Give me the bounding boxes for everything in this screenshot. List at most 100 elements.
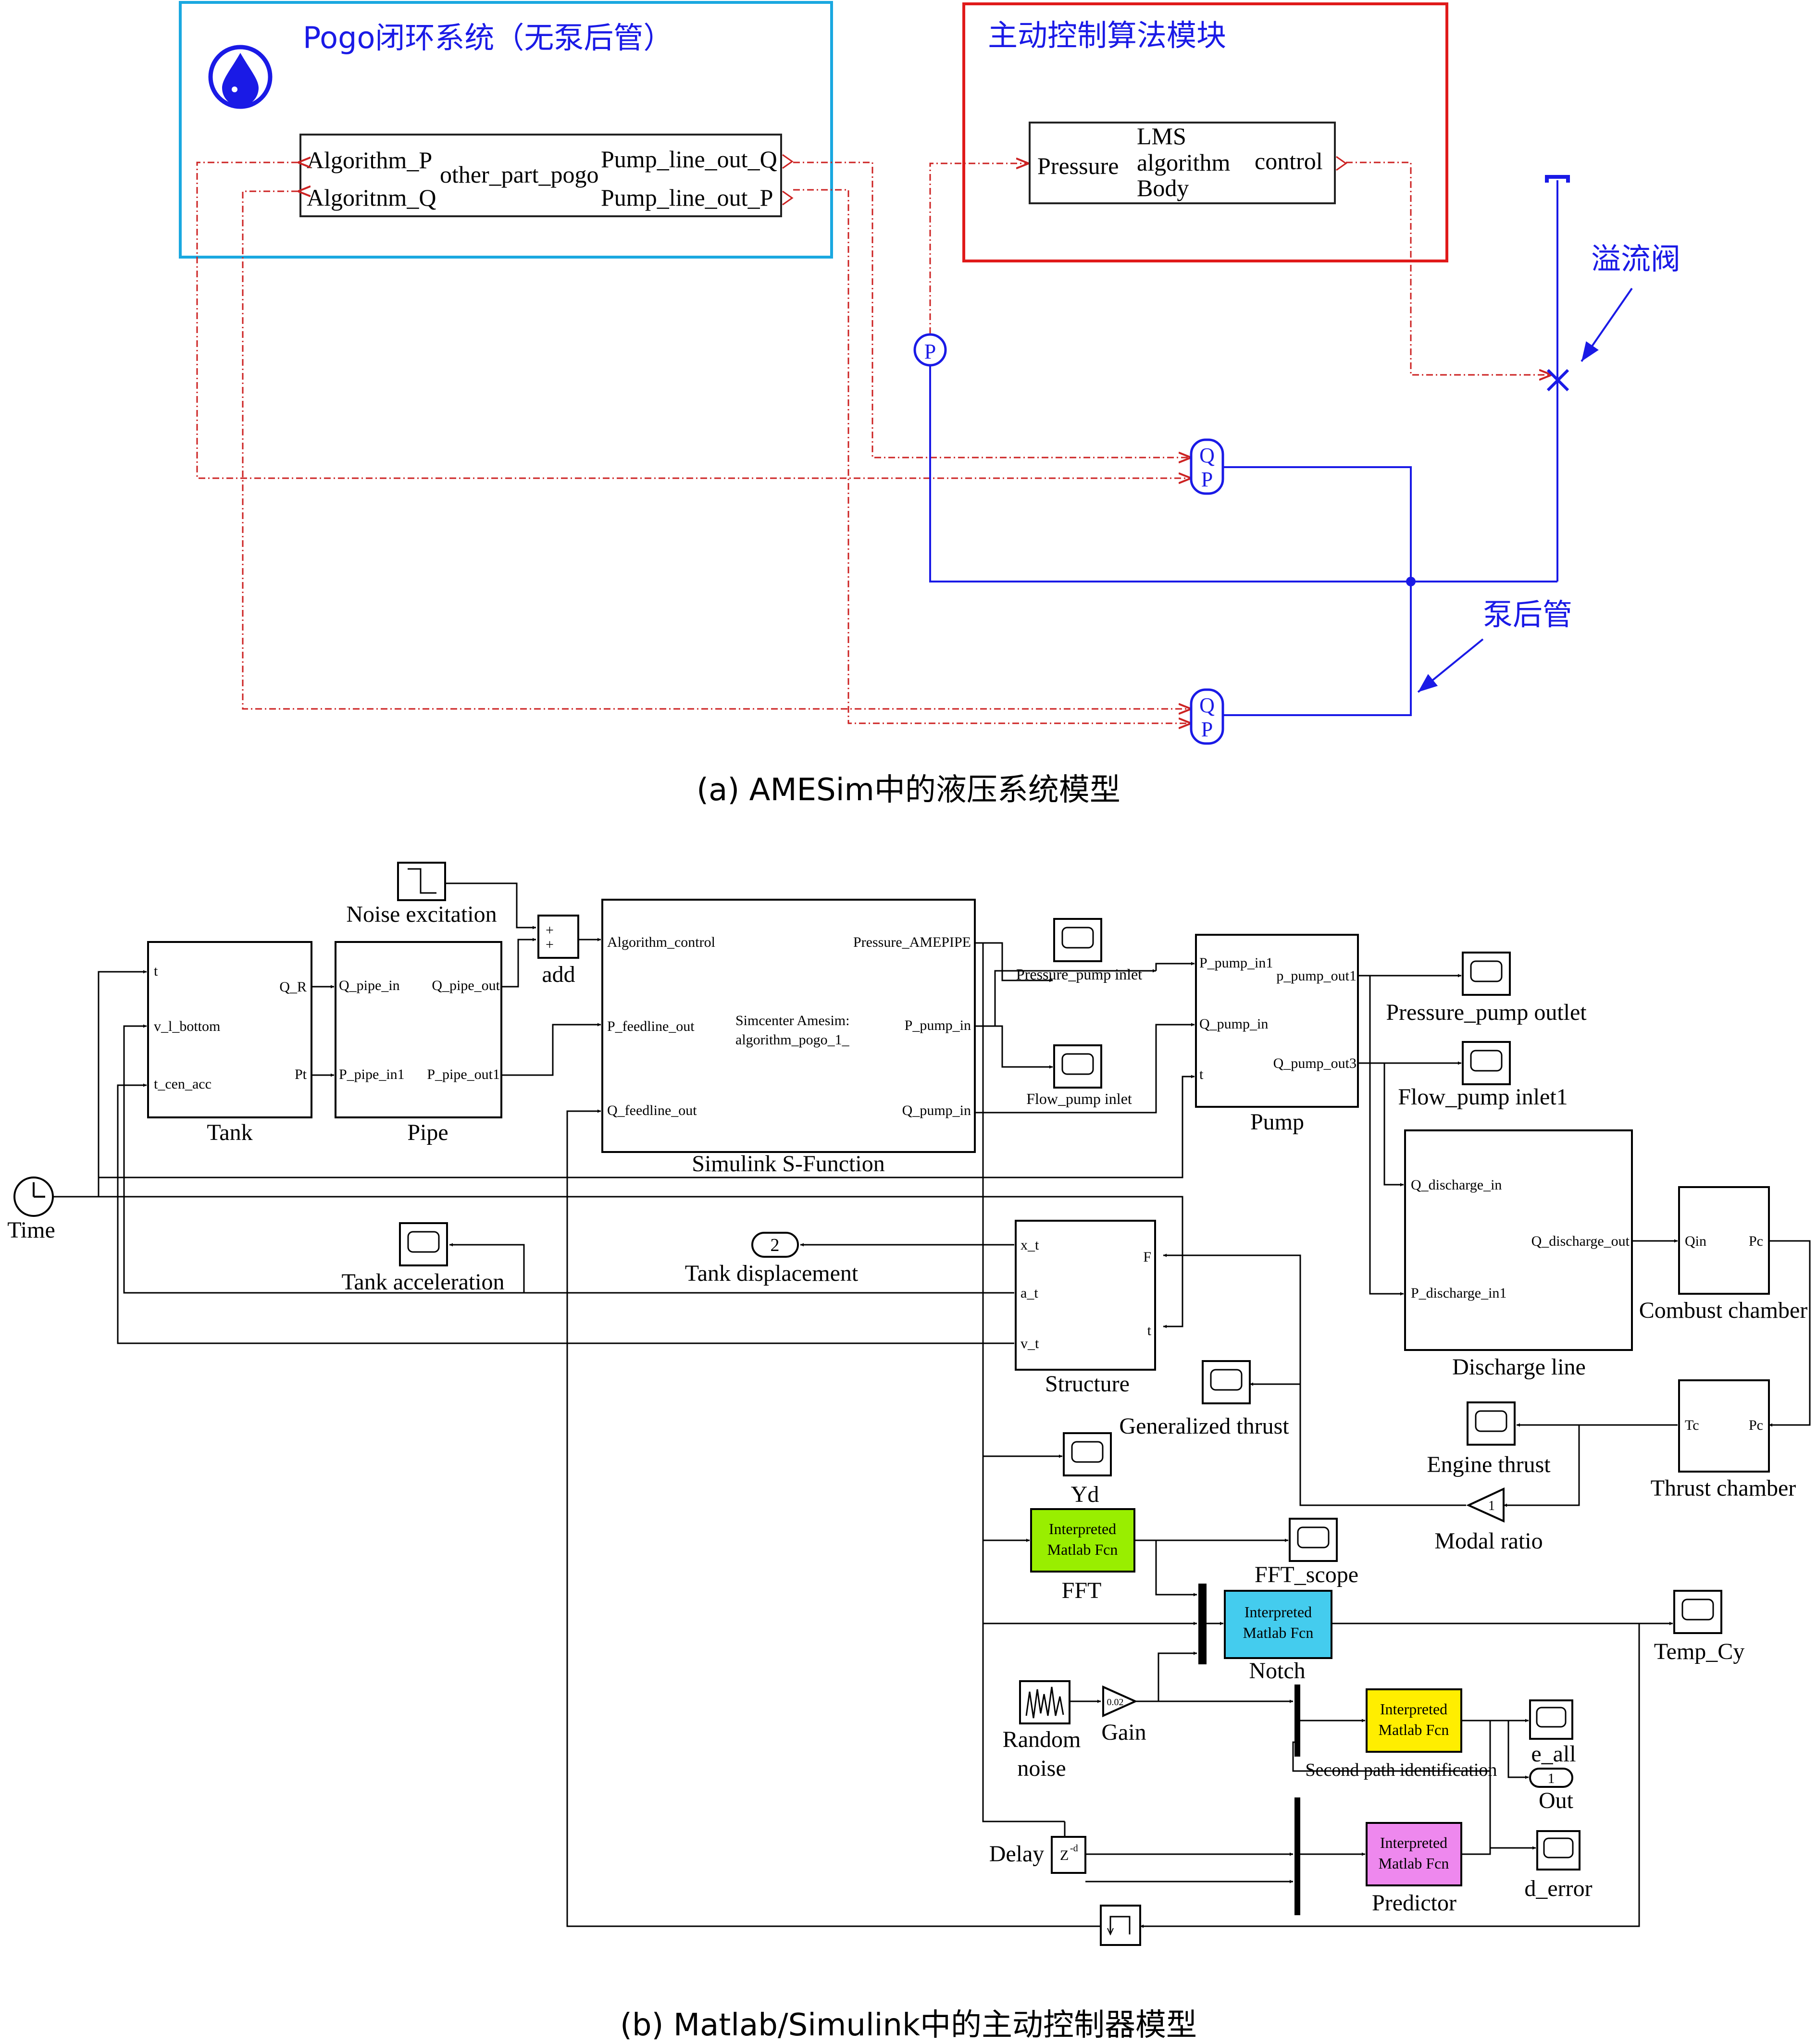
qp-sensor-upper[interactable]: Q P [1190, 438, 1224, 495]
second-path-block[interactable] [1366, 1688, 1462, 1753]
svg-text:+: + [546, 922, 554, 938]
caption-b: (b) Matlab/Simulink中的主动控制器模型 [620, 2007, 1197, 2043]
svg-text:p_pump_out1: p_pump_out1 [1276, 968, 1357, 984]
scope-tank-acceleration[interactable] [399, 1222, 448, 1266]
svg-text:t: t [1199, 1066, 1204, 1082]
mux-second-path [1294, 1685, 1300, 1757]
modal-ratio-gain[interactable]: 1 [1466, 1487, 1505, 1523]
scope-pressure-pump-outlet-label: Pressure_pump outlet [1386, 1000, 1587, 1025]
tank-port-t: t [154, 963, 158, 979]
scope-flow-pump-inlet[interactable] [1053, 1044, 1102, 1089]
scope-d-error[interactable] [1536, 1830, 1581, 1871]
svg-text:Q_discharge_in: Q_discharge_in [1411, 1177, 1502, 1193]
notch-block[interactable] [1224, 1590, 1332, 1659]
feedback-memory-block[interactable] [1100, 1905, 1141, 1946]
svg-text:v_t: v_t [1021, 1336, 1039, 1351]
svg-text:Q_discharge_out: Q_discharge_out [1531, 1233, 1630, 1249]
pressure-sensor[interactable]: P [913, 333, 947, 367]
algorithm-group-title: 主动控制算法模块 [988, 18, 1226, 53]
tank-displacement-label: Tank displacement [685, 1261, 859, 1286]
scope-flow-pump-inlet-label: Flow_pump inlet [1026, 1090, 1132, 1107]
scope-pressure-pump-outlet[interactable] [1462, 952, 1511, 996]
svg-text:0.02: 0.02 [1107, 1697, 1124, 1708]
sfunction-block[interactable] [601, 899, 976, 1153]
pressure-sensor-label: P [924, 340, 936, 363]
scope-flow-pump-inlet1-label: Flow_pump inlet1 [1398, 1084, 1568, 1110]
time-clock-block[interactable] [13, 1177, 54, 1217]
scope-fft[interactable] [1289, 1518, 1338, 1562]
noise-excitation-block[interactable] [397, 862, 446, 901]
tank-block[interactable] [147, 941, 312, 1118]
svg-text:2: 2 [771, 1235, 780, 1255]
scope-e-all[interactable] [1529, 1699, 1573, 1740]
simulink-model: Time Noise excitation + + add t v_l_bott… [7, 862, 1811, 2043]
out-port[interactable]: 1 [1529, 1768, 1573, 1788]
relief-top [1545, 175, 1570, 183]
fft-block[interactable] [1030, 1508, 1135, 1573]
add-block[interactable]: + + [537, 915, 579, 959]
scope-engine-thrust-label: Engine thrust [1427, 1452, 1551, 1477]
relief-valve-symbol[interactable] [1546, 369, 1569, 392]
discharge-line-block[interactable] [1404, 1129, 1633, 1351]
modal-ratio-label: Modal ratio [1434, 1528, 1543, 1554]
svg-text:Q_pump_in: Q_pump_in [902, 1103, 971, 1118]
svg-text:Q_pump_in: Q_pump_in [1199, 1016, 1268, 1032]
scope-generalized-thrust-label: Generalized thrust [1119, 1413, 1289, 1439]
delay-block[interactable]: Z -d [1051, 1836, 1086, 1874]
lms-line2: algorithm [1137, 149, 1231, 176]
svg-text:x_t: x_t [1021, 1237, 1039, 1253]
svg-text:Q_pipe_in: Q_pipe_in [339, 978, 400, 993]
svg-text:Algorithm_control: Algorithm_control [607, 934, 715, 950]
scope-engine-thrust[interactable] [1467, 1401, 1516, 1446]
qp-lower-p: P [1201, 718, 1213, 741]
scope-tank-acceleration-label: Tank acceleration [341, 1269, 504, 1295]
svg-text:a_t: a_t [1021, 1285, 1038, 1301]
tank-displacement-outport[interactable]: 2 [751, 1232, 799, 1258]
mux-notch [1198, 1584, 1207, 1664]
relief-valve-arrow [1581, 287, 1633, 362]
predictor-label: Predictor [1372, 1890, 1456, 1916]
tank-port-qr: Q_R [279, 979, 307, 995]
random-noise-block[interactable] [1019, 1680, 1070, 1724]
svg-text:P_pump_in1: P_pump_in1 [1199, 955, 1273, 971]
pump-block[interactable] [1195, 934, 1359, 1108]
discharge-line-label: Discharge line [1452, 1354, 1586, 1380]
pipe-label: Pipe [407, 1120, 448, 1145]
combust-chamber-block[interactable] [1678, 1186, 1770, 1295]
scope-generalized-thrust[interactable] [1202, 1360, 1251, 1404]
notch-label: Notch [1249, 1658, 1305, 1684]
second-path-label: Second path identification [1306, 1760, 1497, 1780]
scope-e-all-label: e_all [1531, 1741, 1576, 1767]
qp-sensor-lower[interactable]: Q P [1190, 688, 1224, 745]
random-noise-label: Random [1003, 1727, 1081, 1752]
gain-block[interactable]: 0.02 [1102, 1685, 1138, 1718]
svg-text:Pc: Pc [1749, 1417, 1763, 1433]
delay-label: Delay [989, 1841, 1045, 1867]
lms-in-pressure: Pressure [1037, 152, 1119, 179]
svg-text:Pc: Pc [1749, 1233, 1763, 1249]
scope-yd[interactable] [1063, 1432, 1112, 1476]
scope-pressure-pump-inlet[interactable] [1053, 918, 1102, 962]
algorithm-group-box [962, 2, 1448, 262]
svg-text:Interpreted: Interpreted [1380, 1700, 1447, 1718]
scope-fft-label: FFT_scope [1255, 1562, 1358, 1587]
noise-excitation-label: Noise excitation [346, 902, 497, 927]
svg-text:Interpreted: Interpreted [1380, 1834, 1447, 1851]
pipe-block[interactable] [335, 941, 502, 1118]
signal-q-out [793, 161, 1191, 458]
qp-upper-p: P [1201, 468, 1213, 491]
sfunction-label: Simulink S-Function [692, 1151, 884, 1177]
scope-flow-pump-inlet1[interactable] [1462, 1041, 1511, 1085]
structure-block[interactable] [1015, 1220, 1156, 1371]
combust-chamber-label: Combust chamber [1639, 1298, 1808, 1323]
scope-temp-cy[interactable] [1673, 1590, 1722, 1634]
fft-label: FFT [1062, 1578, 1102, 1603]
thrust-chamber-block[interactable] [1678, 1379, 1770, 1473]
svg-text:F: F [1143, 1249, 1151, 1265]
svg-text:Interpreted: Interpreted [1049, 1520, 1116, 1537]
svg-text:algorithm_pogo_1_: algorithm_pogo_1_ [735, 1032, 850, 1048]
thrust-chamber-label: Thrust chamber [1651, 1475, 1796, 1501]
svg-text:Pressure_AMEPIPE: Pressure_AMEPIPE [853, 934, 971, 950]
predictor-block[interactable] [1366, 1822, 1462, 1886]
